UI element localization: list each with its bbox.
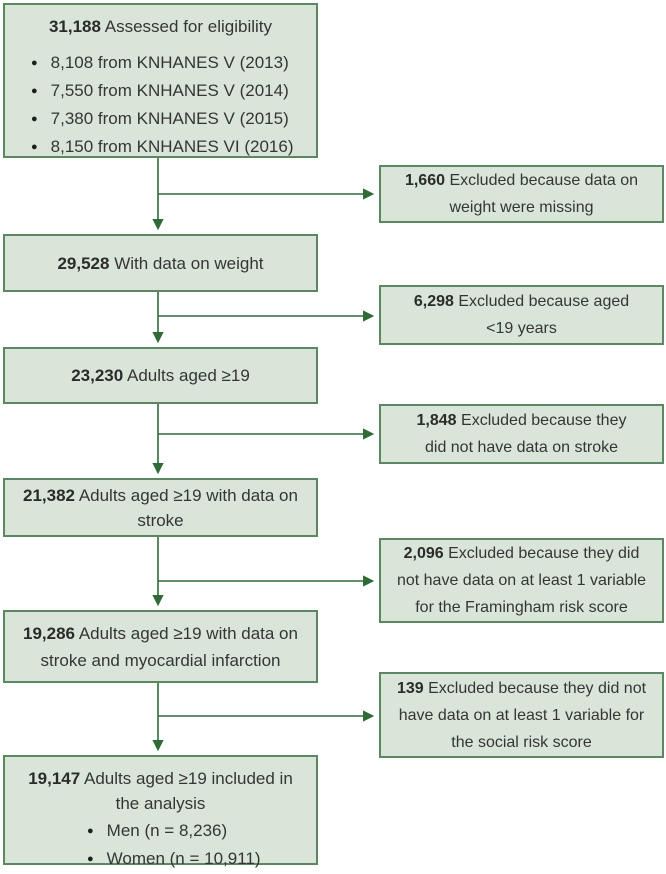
bullet-icon: ● [31, 141, 38, 153]
list-item: ● Men (n = 8,236) [87, 818, 316, 846]
label: Adults aged ≥19 with data on stroke and … [40, 623, 298, 670]
list-item-label: 8,150 from KNHANES VI (2016) [50, 137, 294, 156]
list-item-label: 7,550 from KNHANES V (2014) [50, 81, 289, 100]
flow-box-weight-data: 29,528 With data on weight [3, 234, 318, 292]
label: Assessed for eligibility [104, 17, 273, 36]
exclusion-box-social-risk: 139 Excluded because they did not have d… [379, 672, 664, 758]
count: 1,848 [416, 412, 457, 429]
count: 19,286 [23, 623, 76, 643]
box-title: 21,382 Adults aged ≥19 with data on stro… [5, 483, 316, 533]
box-title: 1,660 Excluded because data on weight we… [381, 167, 662, 221]
bullet-icon: ● [31, 57, 38, 69]
exclusion-box-weight-missing: 1,660 Excluded because data on weight we… [379, 165, 664, 223]
count: 21,382 [23, 485, 76, 505]
list-item-label: Men (n = 8,236) [106, 821, 228, 840]
included-list: ● Men (n = 8,236) ● Women (n = 10,911) [5, 818, 316, 874]
list-item-label: 8,108 from KNHANES V (2013) [50, 53, 289, 72]
flow-box-adults: 23,230 Adults aged ≥19 [3, 347, 318, 404]
label: Excluded because data on weight were mis… [449, 172, 639, 216]
label: With data on weight [114, 253, 264, 273]
box-title: 29,528 With data on weight [5, 251, 316, 276]
flow-box-eligibility: 31,188 Assessed for eligibility ● 8,108 f… [3, 3, 318, 158]
count: 19,147 [28, 769, 81, 788]
box-title: 6,298 Excluded because aged <19 years [381, 288, 662, 342]
box-title: 31,188 Assessed for eligibility [5, 14, 316, 39]
label: Adults aged ≥19 included in the analysis [84, 769, 293, 813]
flow-box-stroke-mi-data: 19,286 Adults aged ≥19 with data on stro… [3, 610, 318, 683]
count: 6,298 [413, 293, 454, 310]
list-item: ● 8,150 from KNHANES VI (2016) [31, 134, 316, 162]
exclusion-box-stroke: 1,848 Excluded because they did not have… [379, 404, 664, 464]
box-title: 19,147 Adults aged ≥19 included in the a… [5, 766, 316, 816]
flow-box-stroke-data: 21,382 Adults aged ≥19 with data on stro… [3, 478, 318, 537]
exclusion-box-age: 6,298 Excluded because aged <19 years [379, 285, 664, 345]
box-title: 139 Excluded because they did not have d… [381, 675, 662, 756]
box-title: 19,286 Adults aged ≥19 with data on stro… [5, 620, 316, 674]
count: 31,188 [48, 17, 101, 36]
box-title: 2,096 Excluded because they did not have… [381, 540, 662, 621]
bullet-icon: ● [31, 113, 38, 125]
count: 1,660 [404, 172, 445, 189]
count: 2,096 [403, 545, 444, 562]
label: Excluded because they did not have data … [398, 679, 647, 751]
bullet-icon: ● [31, 85, 38, 97]
label: Excluded because they did not have data … [396, 545, 647, 616]
list-item-label: 7,380 from KNHANES V (2015) [50, 109, 289, 128]
flow-box-included: 19,147 Adults aged ≥19 included in the a… [3, 755, 318, 868]
count: 29,528 [57, 253, 110, 273]
box-title: 23,230 Adults aged ≥19 [5, 363, 316, 388]
count: 23,230 [71, 366, 124, 385]
box-title: 1,848 Excluded because they did not have… [381, 407, 662, 461]
exclusion-box-framingham: 2,096 Excluded because they did not have… [379, 538, 664, 623]
list-item: ● Women (n = 10,911) [87, 846, 316, 874]
label: Excluded because they did not have data … [424, 412, 627, 456]
list-item-label: Women (n = 10,911) [106, 849, 261, 868]
list-item: ● 8,108 from KNHANES V (2013) [31, 50, 316, 78]
list-item: ● 7,550 from KNHANES V (2014) [31, 78, 316, 106]
source-list: ● 8,108 from KNHANES V (2013) ● 7,550 from… [5, 50, 316, 162]
bullet-icon: ● [87, 853, 94, 865]
count: 139 [396, 679, 424, 697]
bullet-icon: ● [87, 825, 94, 837]
label: Excluded because aged <19 years [458, 293, 630, 337]
label: Adults aged ≥19 [127, 366, 250, 385]
list-item: ● 7,380 from KNHANES V (2015) [31, 106, 316, 134]
label: Adults aged ≥19 with data on stroke [78, 485, 298, 530]
